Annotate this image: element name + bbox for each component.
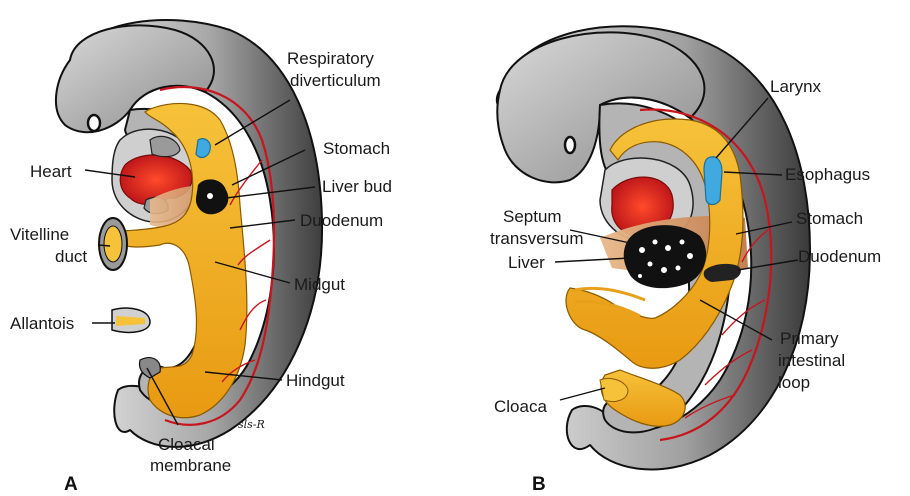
label-stomach-b: Stomach xyxy=(796,209,863,228)
label-respiratory-line1: Respiratory xyxy=(287,49,374,68)
label-septum-line1: Septum xyxy=(503,207,562,226)
label-cloacal-line1: Cloacal xyxy=(158,435,215,454)
panel-letter-a: A xyxy=(64,474,78,495)
label-esophagus: Esophagus xyxy=(785,165,870,184)
label-hindgut: Hindgut xyxy=(286,371,345,390)
panel-letter-b: B xyxy=(532,474,546,495)
liver-bud-a-dot xyxy=(207,193,213,199)
embryo-a-eye xyxy=(88,115,100,131)
label-cloaca: Cloaca xyxy=(494,397,547,416)
label-cloacal-line2: membrane xyxy=(150,456,231,475)
panel-a: Respiratory diverticulum Stomach Heart L… xyxy=(10,20,392,495)
label-vitelline-line2: duct xyxy=(55,247,87,266)
artist-signature: sls-R xyxy=(238,418,265,431)
embryo-b-eye xyxy=(565,137,575,153)
respiratory-diverticulum-a xyxy=(196,139,210,158)
label-larynx: Larynx xyxy=(770,77,822,96)
larynx-b xyxy=(704,157,722,205)
vitelline-duct-a-inner xyxy=(104,226,122,262)
leader-cloaca xyxy=(560,388,605,400)
label-allantois: Allantois xyxy=(10,314,74,333)
label-heart: Heart xyxy=(30,162,72,181)
label-respiratory-line2: diverticulum xyxy=(290,71,381,90)
liver-b xyxy=(624,225,706,288)
label-midgut: Midgut xyxy=(294,275,345,294)
label-duodenum-a: Duodenum xyxy=(300,211,383,230)
label-septum-line2: transversum xyxy=(490,229,584,248)
label-primary-line3: loop xyxy=(778,373,810,392)
label-primary-line1: Primary xyxy=(780,329,839,348)
panel-b: Larynx Esophagus Septum transversum Stom… xyxy=(490,26,881,495)
label-liver-bud: Liver bud xyxy=(322,177,392,196)
label-liver: Liver xyxy=(508,253,545,272)
label-vitelline-line1: Vitelline xyxy=(10,225,69,244)
label-stomach-a: Stomach xyxy=(323,139,390,158)
label-primary-line2: intestinal xyxy=(778,351,845,370)
label-duodenum-b: Duodenum xyxy=(798,247,881,266)
leader-vitelline xyxy=(98,245,110,246)
